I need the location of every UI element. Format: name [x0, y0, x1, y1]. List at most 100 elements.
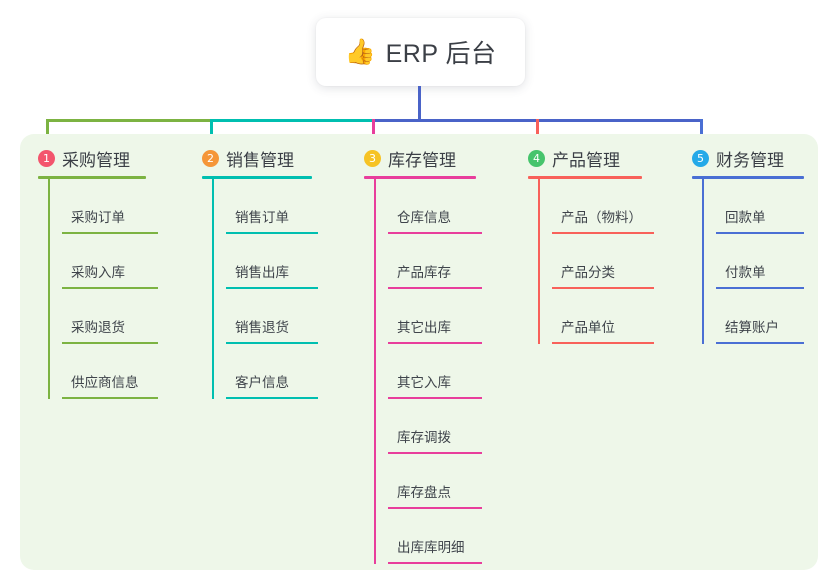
leaf-label: 客户信息: [235, 375, 289, 390]
branch-badge-4: 4: [528, 149, 545, 167]
leaf-underline: [226, 342, 318, 344]
trunk-segment-2: [209, 119, 375, 122]
leaf-item[interactable]: 客户信息: [226, 344, 318, 399]
trunk-segment-1: [45, 119, 213, 122]
branch-label-2: 销售管理: [226, 150, 294, 170]
leaf-list-3: 仓库信息产品库存其它出库其它入库库存调拨库存盘点出库库明细: [374, 179, 482, 564]
leaf-label: 结算账户: [725, 320, 779, 335]
branch-header-4[interactable]: 4 产品管理: [528, 146, 642, 170]
leaf-item[interactable]: 采购订单: [62, 179, 158, 234]
leaf-list-4: 产品（物料） 产品分类产品单位: [538, 179, 654, 344]
branch-label-5: 财务管理: [716, 150, 784, 170]
leaf-label: 供应商信息: [71, 375, 139, 390]
leaf-item[interactable]: 库存调拨: [388, 399, 482, 454]
leaf-underline: [62, 397, 158, 399]
leaf-item[interactable]: 产品库存: [388, 234, 482, 289]
branch-column-4: 4 产品管理产品（物料） 产品分类产品单位: [528, 146, 654, 344]
leaf-underline: [62, 342, 158, 344]
leaf-label: 库存调拨: [397, 430, 451, 445]
leaf-item[interactable]: 销售出库: [226, 234, 318, 289]
leaf-underline: [552, 232, 654, 234]
branch-badge-3: 3: [364, 149, 381, 167]
branch-badge-1: 1: [38, 149, 55, 167]
branch-underline-4: [528, 176, 642, 179]
leaf-item[interactable]: 采购退货: [62, 289, 158, 344]
leaf-label: 付款单: [725, 265, 766, 280]
leaf-label: 其它出库: [397, 320, 451, 335]
branch-column-2: 2 销售管理销售订单销售出库销售退货客户信息: [202, 146, 318, 399]
branch-underline-2: [202, 176, 312, 179]
leaf-underline: [388, 562, 482, 564]
leaf-item[interactable]: 付款单: [716, 234, 804, 289]
leaf-item[interactable]: 产品（物料）: [552, 179, 654, 234]
leaf-spine-5: [702, 179, 704, 344]
leaf-underline: [552, 342, 654, 344]
leaf-underline: [716, 232, 804, 234]
leaf-item[interactable]: 产品分类: [552, 234, 654, 289]
leaf-spine-4: [538, 179, 540, 344]
leaf-item[interactable]: 产品单位: [552, 289, 654, 344]
branch-underline-5: [692, 176, 804, 179]
leaf-underline: [388, 342, 482, 344]
leaf-underline: [62, 287, 158, 289]
leaf-underline: [226, 287, 318, 289]
root-stem-line: [417, 86, 421, 122]
leaf-item[interactable]: 结算账户: [716, 289, 804, 344]
root-node[interactable]: 👍 ERP 后台: [316, 18, 525, 86]
leaf-label: 库存盘点: [397, 485, 451, 500]
leaf-item[interactable]: 采购入库: [62, 234, 158, 289]
branch-header-1[interactable]: 1 采购管理: [38, 146, 146, 170]
branch-underline-3: [364, 176, 476, 179]
leaf-label: 产品分类: [561, 265, 615, 280]
branch-label-4: 产品管理: [552, 150, 620, 170]
leaf-label: 采购退货: [71, 320, 125, 335]
leaf-label: 回款单: [725, 210, 766, 225]
leaf-underline: [226, 397, 318, 399]
branch-label-3: 库存管理: [388, 150, 456, 170]
branch-underline-1: [38, 176, 146, 179]
leaf-label: 采购订单: [71, 210, 125, 225]
leaf-label: 采购入库: [71, 265, 125, 280]
leaf-item[interactable]: 供应商信息: [62, 344, 158, 399]
leaf-item[interactable]: 出库库明细: [388, 509, 482, 564]
branch-badge-5: 5: [692, 149, 709, 167]
branch-badge-2: 2: [202, 149, 219, 167]
leaf-list-2: 销售订单销售出库销售退货客户信息: [212, 179, 318, 399]
leaf-label: 其它入库: [397, 375, 451, 390]
leaf-item[interactable]: 销售订单: [226, 179, 318, 234]
leaf-underline: [388, 397, 482, 399]
branch-header-5[interactable]: 5 财务管理: [692, 146, 804, 170]
branch-header-3[interactable]: 3 库存管理: [364, 146, 476, 170]
leaf-underline: [716, 287, 804, 289]
leaf-underline: [716, 342, 804, 344]
leaf-label: 仓库信息: [397, 210, 451, 225]
leaf-underline: [388, 452, 482, 454]
branch-label-1: 采购管理: [62, 150, 130, 170]
leaf-label: 销售订单: [235, 210, 289, 225]
root-title: ERP 后台: [385, 40, 497, 68]
leaf-item[interactable]: 其它入库: [388, 344, 482, 399]
leaf-label: 产品单位: [561, 320, 615, 335]
leaf-underline: [388, 287, 482, 289]
leaf-label: 产品库存: [397, 265, 451, 280]
branch-column-3: 3 库存管理仓库信息产品库存其它出库其它入库库存调拨库存盘点出库库明细: [364, 146, 482, 564]
leaf-underline: [552, 287, 654, 289]
leaf-label: 销售出库: [235, 265, 289, 280]
thumbs-up-icon: 👍: [344, 37, 376, 66]
leaf-item[interactable]: 销售退货: [226, 289, 318, 344]
leaf-list-5: 回款单付款单结算账户: [702, 179, 804, 344]
leaf-underline: [388, 507, 482, 509]
leaf-item[interactable]: 其它出库: [388, 289, 482, 344]
leaf-list-1: 采购订单采购入库采购退货供应商信息: [48, 179, 158, 399]
leaf-spine-3: [374, 179, 376, 564]
leaf-item[interactable]: 回款单: [716, 179, 804, 234]
branch-column-5: 5 财务管理回款单付款单结算账户: [692, 146, 804, 344]
leaf-spine-2: [212, 179, 214, 399]
leaf-spine-1: [48, 179, 50, 399]
branch-header-2[interactable]: 2 销售管理: [202, 146, 312, 170]
leaf-label: 销售退货: [235, 320, 289, 335]
leaf-item[interactable]: 仓库信息: [388, 179, 482, 234]
leaf-item[interactable]: 库存盘点: [388, 454, 482, 509]
branch-column-1: 1 采购管理采购订单采购入库采购退货供应商信息: [38, 146, 158, 399]
leaf-label: 出库库明细: [397, 540, 465, 555]
